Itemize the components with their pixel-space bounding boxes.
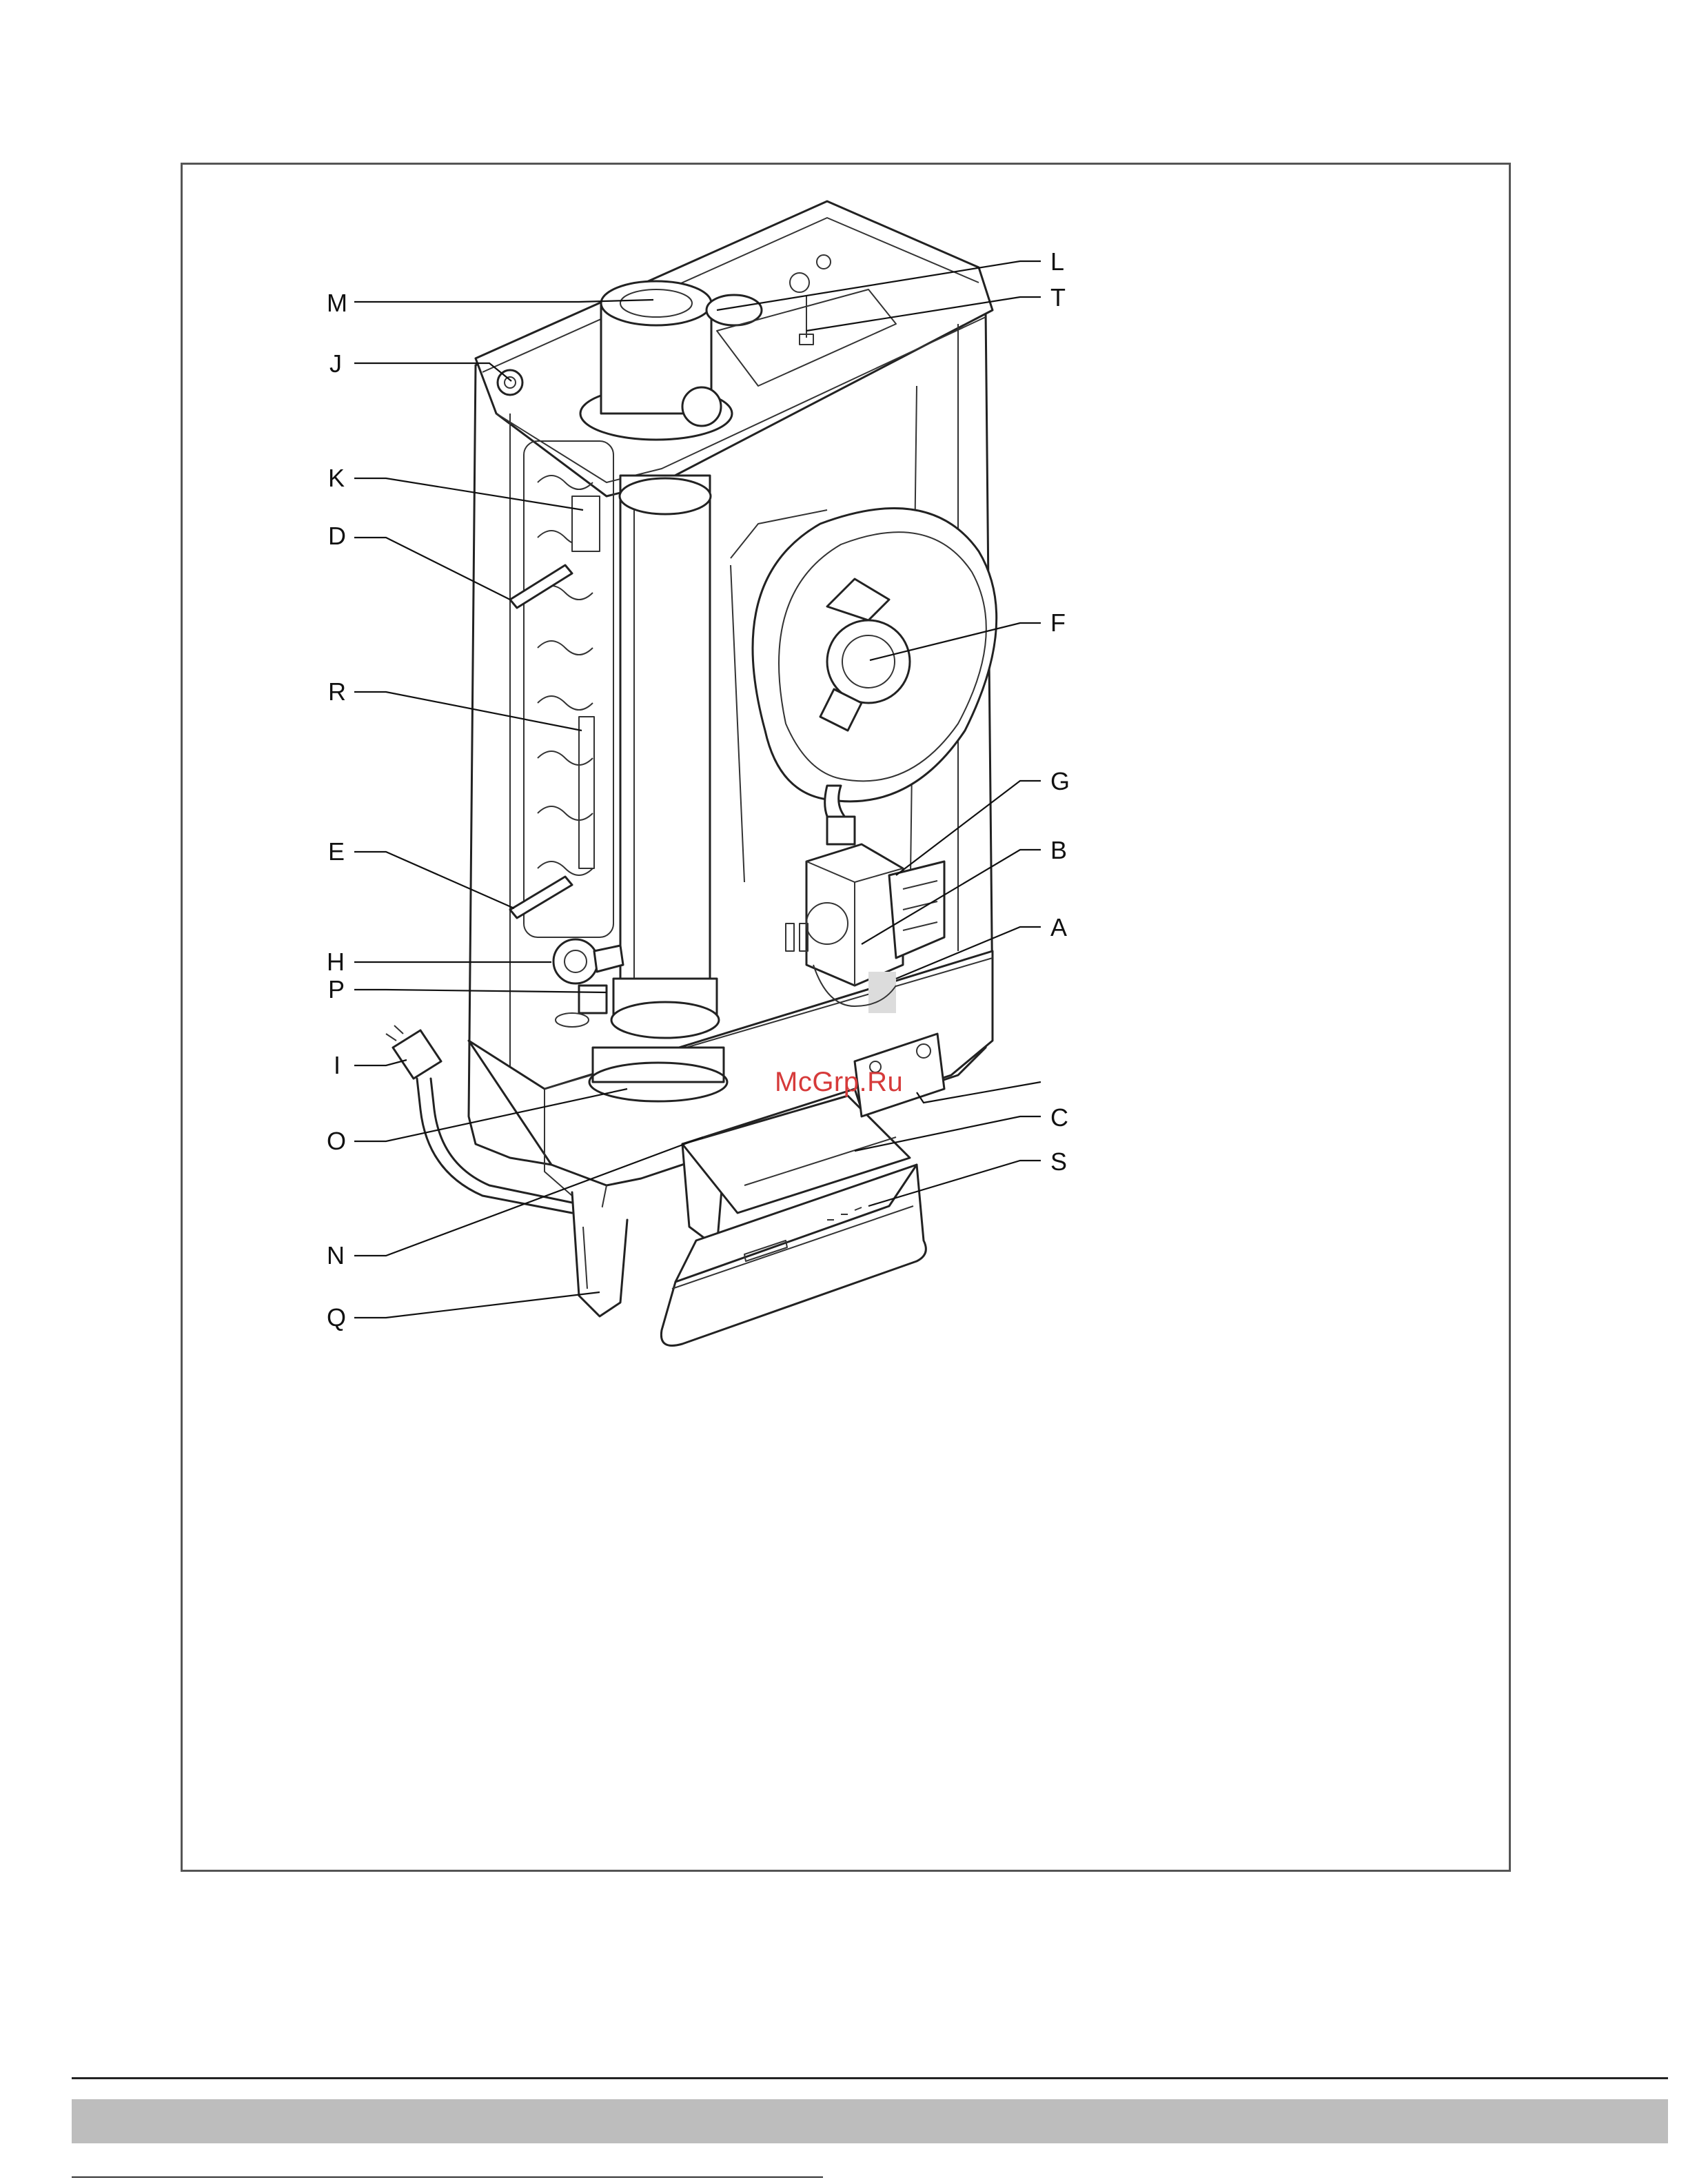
callout-H: H bbox=[327, 948, 345, 976]
callout-M: M bbox=[327, 289, 347, 317]
callout-J: J bbox=[329, 349, 342, 378]
watermark: McGrp.Ru bbox=[775, 1067, 903, 1098]
callout-D: D bbox=[328, 522, 346, 550]
callout-Q: Q bbox=[327, 1303, 346, 1331]
heat-exchanger bbox=[510, 441, 613, 937]
callout-N: N bbox=[327, 1241, 345, 1269]
callout-P: P bbox=[328, 975, 345, 1003]
footer-band bbox=[72, 2099, 1668, 2143]
callout-I: I bbox=[334, 1051, 340, 1079]
callout-E: E bbox=[328, 837, 345, 866]
callout-C: C bbox=[1050, 1103, 1068, 1132]
callout-B: B bbox=[1050, 836, 1067, 864]
callout-R: R bbox=[328, 677, 346, 706]
callout-F: F bbox=[1050, 609, 1066, 637]
footer-rule bbox=[72, 2077, 1668, 2079]
callout-L: L bbox=[1050, 247, 1064, 276]
callout-O: O bbox=[327, 1127, 346, 1155]
callout-T: T bbox=[1050, 283, 1066, 312]
footer-bottom-rule bbox=[72, 2176, 823, 2178]
fan-assembly bbox=[731, 509, 997, 883]
callout-K: K bbox=[328, 464, 345, 492]
callout-S: S bbox=[1050, 1147, 1067, 1176]
callout-A: A bbox=[1050, 913, 1067, 941]
callout-G: G bbox=[1050, 767, 1070, 795]
